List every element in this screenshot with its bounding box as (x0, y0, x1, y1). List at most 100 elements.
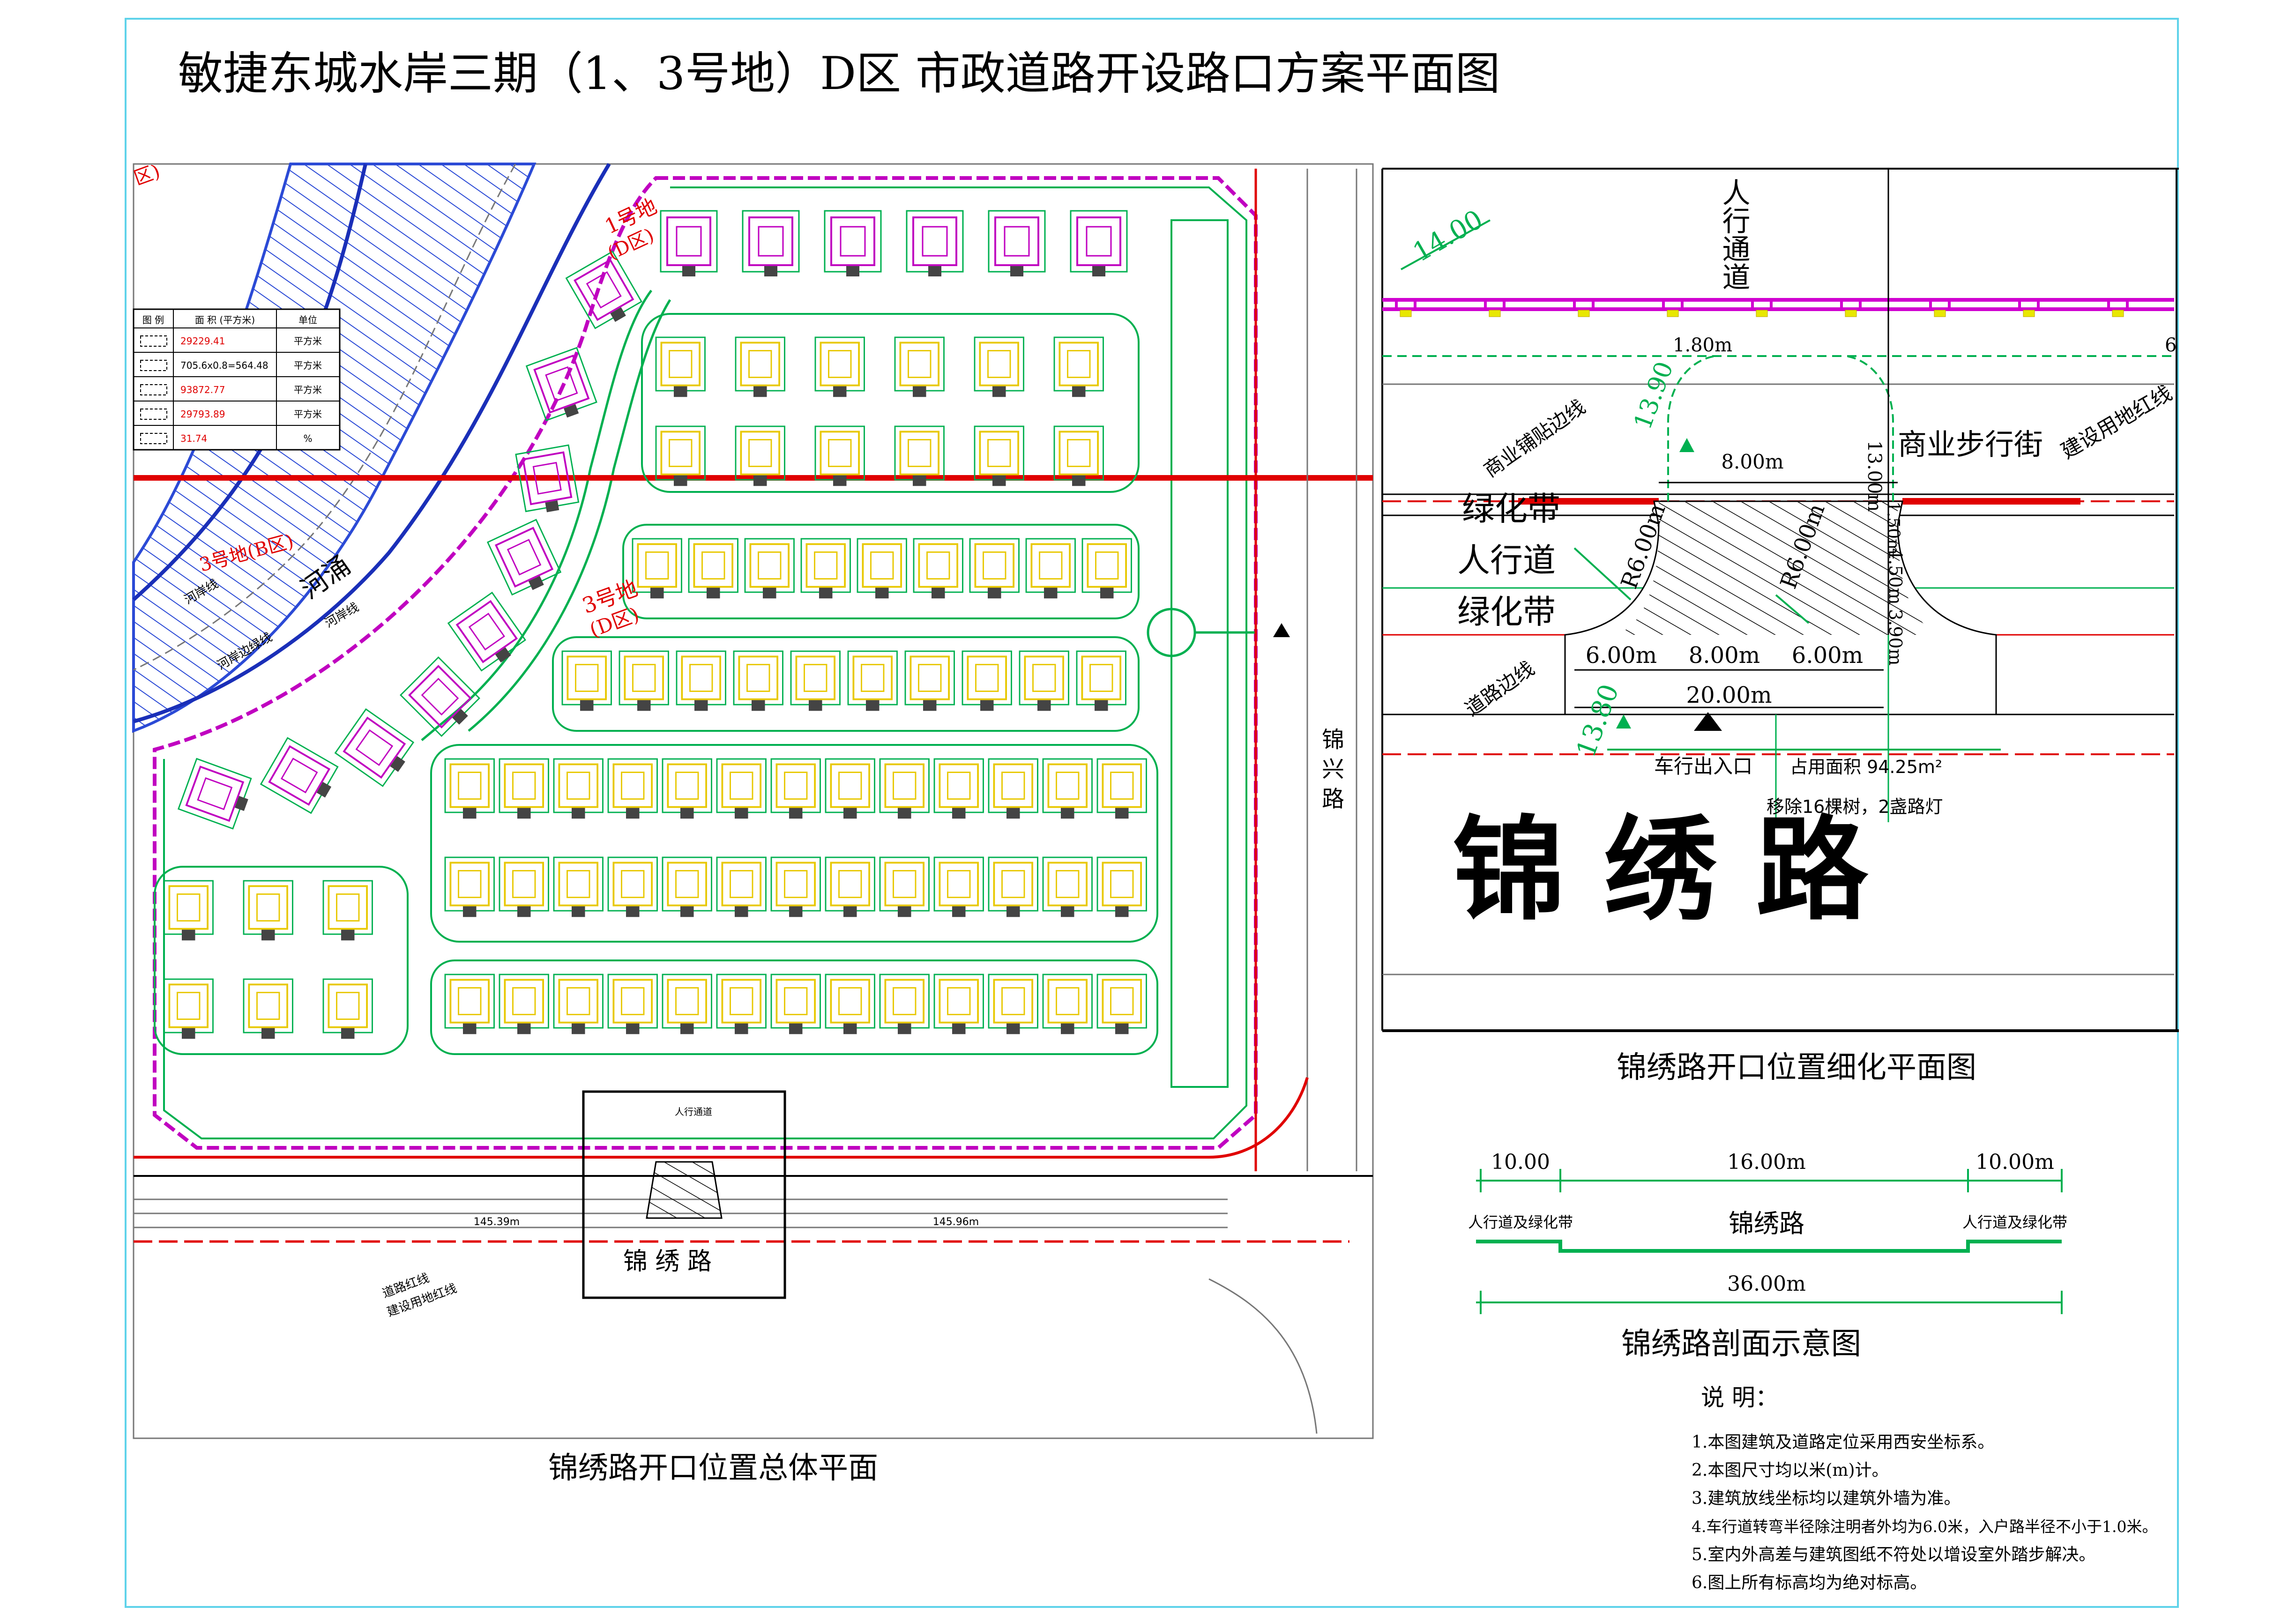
entrance-arrow (1694, 712, 1722, 731)
legend-unit: % (303, 433, 312, 444)
section-label: 锦绣路 (1729, 1209, 1804, 1238)
site-boundary (153, 176, 1258, 1150)
housing-unit (243, 880, 294, 942)
section-dim: 10.00m (1975, 1150, 2054, 1174)
facade-door (1667, 310, 1679, 317)
road-curve (1208, 1278, 1318, 1434)
housing-unit (163, 880, 214, 942)
villa-building (334, 708, 418, 790)
housing-unit (607, 974, 658, 1035)
villa-building (400, 656, 484, 740)
housing-unit (962, 650, 1013, 712)
facade-notch (1840, 300, 1862, 311)
villa-building (824, 210, 882, 277)
housing-unit (499, 856, 550, 918)
housing-unit (676, 650, 727, 712)
housing-unit (553, 758, 604, 820)
housing-unit (825, 974, 876, 1035)
housing-unit (879, 974, 930, 1035)
housing-unit (1076, 650, 1127, 712)
legend-value: 705.6x0.8=564.48 (180, 360, 268, 371)
legend-border (133, 308, 341, 451)
villa-building (260, 737, 343, 817)
housing-unit (1042, 758, 1093, 820)
housing-unit (894, 336, 945, 398)
housing-unit (688, 538, 739, 600)
dim-6-00-right: 6.00m (1792, 642, 1863, 669)
facade-notch (1395, 300, 1416, 311)
housing-unit (988, 758, 1039, 820)
redline-label: 建设用地红线 (2057, 381, 2176, 463)
road-edge-label: 道路边线 (1461, 657, 1539, 721)
housing-unit (744, 538, 795, 600)
legend-unit: 平方米 (294, 360, 322, 371)
detail-plan-caption: 锦绣路开口位置细化平面图 (1617, 1050, 1976, 1085)
facade-door (1400, 310, 1412, 317)
entrance-hatch-area (1617, 501, 1940, 635)
dim-cut: 6 (2165, 335, 2177, 356)
note-item: 2.本图尺寸均以米(m)计。 (1692, 1461, 1889, 1480)
housing-unit (933, 758, 984, 820)
housing-unit (553, 856, 604, 918)
housing-unit (716, 974, 767, 1035)
housing-unit (770, 758, 821, 820)
drawing-title: 敏捷东城水岸三期（1、3号地）D区 市政道路开设路口方案平面图 (178, 47, 1500, 100)
facade-notch (1662, 300, 1684, 311)
housing-unit (444, 974, 495, 1035)
housing-unit (163, 978, 214, 1040)
housing-unit (655, 336, 706, 398)
dim-4-50: 4.50m (1885, 548, 1906, 605)
note-item: 3.建筑放线坐标均以建筑外墙为准。 (1692, 1489, 1961, 1508)
housing-unit (1053, 336, 1104, 398)
site-plan-caption: 锦绣路开口位置总体平面 (548, 1451, 878, 1486)
site-plan-border (133, 163, 1374, 1439)
housing-unit (825, 856, 876, 918)
detail-plan: 14.00 人行通道 1.80m 6 13.90 8.00m 商业铺贴边线 13… (1381, 168, 2179, 1032)
housing-unit (1042, 856, 1093, 918)
facade-door (1756, 310, 1768, 317)
section-label: 人行道及绿化带 (1962, 1213, 2067, 1231)
legend-unit: 平方米 (294, 409, 322, 420)
river-edge-green-line (133, 164, 516, 671)
note-item: 1.本图建筑及道路定位采用西安坐标系。 (1692, 1433, 1994, 1452)
housing-unit (1025, 538, 1076, 600)
housing-unit (879, 758, 930, 820)
housing-unit (1019, 650, 1070, 712)
removal-note: 移除16棵树，2盏路灯 (1767, 796, 1943, 817)
dim-right: 145.96m (933, 1216, 979, 1228)
housing-unit (988, 856, 1039, 918)
legend-value: 29793.89 (180, 409, 225, 420)
dim-left: 145.39m (474, 1216, 520, 1228)
housing-unit (716, 856, 767, 918)
housing-unit (969, 538, 1020, 600)
housing-unit (662, 758, 713, 820)
legend-value: 31.74 (180, 433, 207, 444)
facade-door (2023, 310, 2035, 317)
legend-symbol (140, 335, 167, 347)
facade-door (1845, 310, 1857, 317)
band-label-green: 绿化带 (1462, 490, 1560, 528)
east-entrance-arrow (1273, 623, 1290, 637)
dim-6-00-left: 6.00m (1586, 642, 1657, 669)
band-label-sidewalk: 人行道 (1457, 541, 1556, 580)
housing-unit (735, 336, 786, 398)
housing-block-outline (641, 313, 1140, 493)
sheet-frame (125, 18, 2179, 1608)
housing-unit (988, 974, 1039, 1035)
walkway-curve (1667, 355, 1715, 501)
dim-1-80: 1.80m (1673, 335, 1732, 356)
dim-20-00: 20.00m (1686, 682, 1772, 708)
legend-header: 图 例 (142, 314, 164, 326)
facade-notch (1484, 300, 1506, 311)
housing-unit (879, 856, 930, 918)
dim-8-00: 8.00m (1689, 642, 1760, 669)
villa-building (447, 591, 529, 676)
dim-1-50: 1.50m (1884, 501, 1903, 555)
building-facade-line (1382, 298, 2174, 311)
housing-unit (322, 978, 373, 1040)
notes: 说 明： 1.本图建筑及道路定位采用西安坐标系。 2.本图尺寸均以米(m)计。 … (1692, 1384, 2157, 1592)
housing-unit (444, 856, 495, 918)
site-road-south-label: 锦 绣 路 (623, 1248, 712, 1276)
facade-notch (2018, 300, 2040, 311)
